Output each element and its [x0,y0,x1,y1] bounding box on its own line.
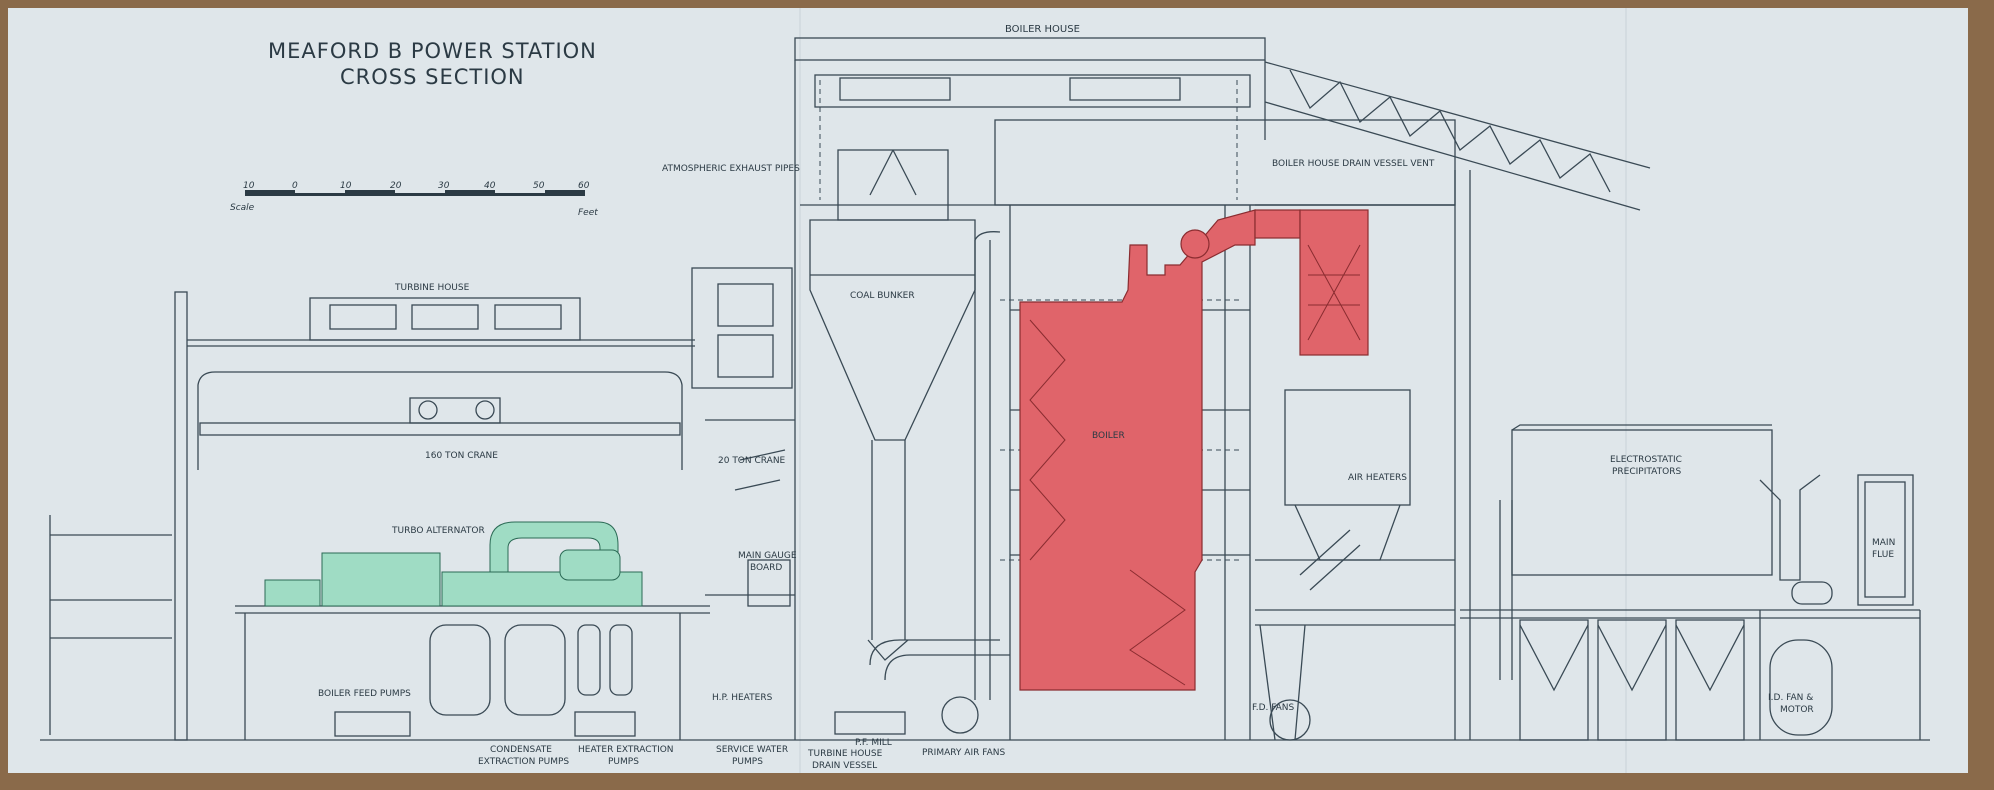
label-fd-fans: F.D. FANS [1252,703,1294,713]
label-air-heaters: AIR HEATERS [1348,473,1407,483]
label-precipitators-1: ELECTROSTATIC [1610,455,1682,465]
label-precipitators-2: PRECIPITATORS [1612,467,1681,477]
label-id-fan-1: I.D. FAN & [1768,693,1813,703]
label-primary-air-fans: PRIMARY AIR FANS [922,748,1005,758]
scale-unit: Feet [578,208,598,218]
paper-sheet [8,8,1968,773]
label-main-gauge-2: BOARD [750,563,782,573]
label-coal-bunker: COAL BUNKER [850,291,915,301]
title-line-2: CROSS SECTION [340,65,525,89]
scale-bar [245,190,585,196]
scale-tick-6: 40 [484,181,496,191]
label-id-fan-2: MOTOR [1780,705,1814,715]
label-heater-extraction-1: HEATER EXTRACTION [578,745,674,755]
scale-label: Scale [230,203,255,213]
scale-tick-8: 60 [578,181,590,191]
turbo-alternator [264,521,643,607]
scale-tick-4: 20 [390,181,402,191]
label-main-flue-1: MAIN [1872,538,1895,548]
scale-tick-2: 0 [292,181,298,191]
label-20-ton-crane: 20 TON CRANE [718,456,786,466]
label-heater-extraction-2: PUMPS [608,757,639,767]
scale-tick-3: 10 [340,181,352,191]
label-boiler: BOILER [1092,431,1125,441]
label-boiler-house: BOILER HOUSE [1005,24,1080,35]
label-drain-vessel-1: TURBINE HOUSE [807,749,883,759]
label-atmospheric-exhaust: ATMOSPHERIC EXHAUST PIPES [662,164,800,174]
scale-tick-5: 30 [438,181,450,191]
label-main-gauge-1: MAIN GAUGE [738,551,797,561]
label-hp-heaters: H.P. HEATERS [712,693,773,703]
scale-tick-7: 50 [533,181,545,191]
structure-lines [40,37,1930,741]
label-drain-vessel-2: DRAIN VESSEL [812,761,877,771]
label-boiler-feed-pumps: BOILER FEED PUMPS [318,689,411,699]
label-service-water-2: PUMPS [732,757,763,767]
label-drain-vent: BOILER HOUSE DRAIN VESSEL VENT [1272,159,1435,169]
label-pf-mill: P.F. MILL [855,738,892,748]
boiler [1019,209,1369,691]
label-160-ton-crane: 160 TON CRANE [425,451,498,461]
label-turbine-house: TURBINE HOUSE [394,283,470,293]
label-turbo-alternator: TURBO ALTERNATOR [391,526,485,536]
label-condensate-2: EXTRACTION PUMPS [478,757,569,767]
label-condensate-1: CONDENSATE [490,745,552,755]
label-service-water-1: SERVICE WATER [716,745,788,755]
scale-tick-1: 10 [243,181,255,191]
label-main-flue-2: FLUE [1872,550,1894,560]
title-line-1: MEAFORD B POWER STATION [268,39,597,63]
